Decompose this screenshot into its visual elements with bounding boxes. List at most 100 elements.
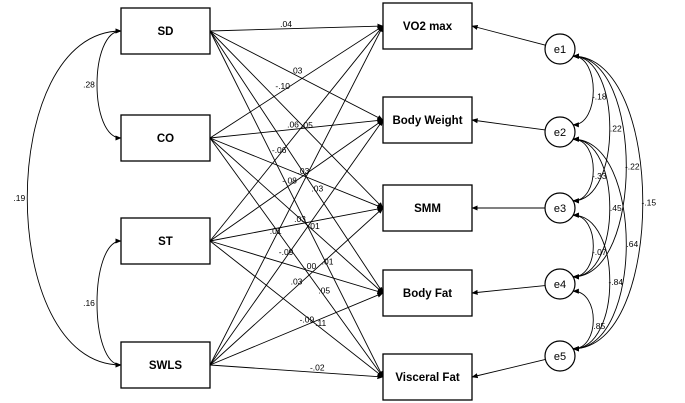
predictor-box [120, 7, 211, 55]
path-sd-to-smm [209, 30, 384, 209]
outcome-smm: SMM [382, 184, 473, 232]
path-co-to-bw [209, 118, 384, 139]
correlation-e3-e5 [572, 212, 611, 352]
error-circle [544, 192, 576, 224]
predictor-st: ST [120, 217, 211, 265]
coef-sd-vo2: .04 [280, 19, 292, 29]
error-term-e3: e3 [544, 192, 576, 224]
error-term-e1: e1 [544, 33, 576, 65]
path-sd-to-bw [209, 30, 384, 121]
error-label: e1 [554, 44, 566, 56]
error-circle [544, 268, 576, 300]
correlation-e1-e3 [572, 53, 611, 204]
coef-swls-vf: -.02 [310, 362, 325, 372]
coef-swls-bf: -.09 [300, 315, 315, 325]
coef-st-smm: .03 [294, 214, 306, 224]
coef-corr-e1-e2: -.18 [592, 92, 607, 102]
correlation-e2-e4 [572, 136, 611, 280]
coefficient-labels-layer: .04.03.05.03.01-.10.06.03.01.05-.06-.08.… [13, 19, 656, 373]
predictor-sd: SD [120, 7, 211, 55]
outcome-box [382, 269, 473, 317]
path-swls-to-bf [209, 292, 384, 366]
coef-corr-e2-e3: -.33 [592, 171, 607, 181]
path-swls-to-bw [209, 119, 384, 366]
error-label: e5 [554, 351, 566, 363]
coef-st-bw: -.08 [282, 175, 297, 185]
coef-corr-e1-e4: -.22 [625, 162, 640, 172]
coef-swls-bw: -.09 [279, 247, 294, 257]
outcome-label: Body Fat [403, 288, 452, 300]
predictor-box [120, 341, 211, 389]
outcome-bw: Body Weight [382, 96, 473, 144]
coef-co-vf: .05 [318, 286, 330, 296]
path-co-to-smm [209, 137, 384, 209]
coef-co-smm: .03 [297, 166, 309, 176]
error-term-e2: e2 [544, 116, 576, 148]
residual-e4-to-bf [471, 285, 546, 295]
path-st-to-vo2 [209, 25, 384, 242]
predictor-label: CO [157, 133, 174, 145]
predictor-label: SD [158, 26, 174, 38]
coef-swls-smm: .03 [291, 277, 303, 287]
coef-corr-e4-e5: .85 [593, 321, 605, 331]
coef-corr-sd-co: .28 [83, 80, 95, 90]
coef-corr-sd-swls: .19 [13, 193, 25, 203]
correlation-sd-swls [26, 28, 122, 368]
correlation-e4-e5 [572, 288, 594, 352]
predictor-box [120, 114, 211, 162]
outcome-bf: Body Fat [382, 269, 473, 317]
outcome-box [382, 2, 473, 50]
error-circle [544, 33, 576, 65]
path-st-to-bf [209, 240, 384, 294]
outcome-label: Visceral Fat [395, 372, 460, 384]
correlation-e1-e5 [572, 53, 644, 352]
error-circle [544, 116, 576, 148]
correlation-st-swls [96, 238, 122, 368]
coef-corr-e2-e4: .45 [610, 203, 622, 213]
error-term-e5: e5 [544, 340, 576, 372]
coef-corr-st-swls: .16 [83, 298, 95, 308]
predictor-label: SWLS [149, 360, 183, 372]
error-term-e4: e4 [544, 268, 576, 300]
error-label: e4 [554, 279, 566, 291]
coef-sd-smm: .05 [301, 120, 313, 130]
coef-st-vo2: -.06 [272, 145, 287, 155]
path-swls-to-vf [209, 364, 384, 380]
path-co-to-bf [209, 137, 384, 294]
coef-co-bw: .06 [287, 119, 299, 129]
correlation-sd-co [96, 28, 122, 141]
outcome-label: SMM [414, 203, 441, 215]
outcome-label: VO2 max [403, 21, 453, 33]
path-st-to-bw [209, 119, 384, 242]
coef-swls-vo2: .01 [270, 226, 282, 236]
path-swls-to-vo2 [209, 25, 384, 366]
predictor-co: CO [120, 114, 211, 162]
coef-sd-vf: .01 [322, 256, 334, 266]
path-st-to-vf [209, 240, 384, 378]
coef-corr-e1-e3: .22 [610, 124, 622, 134]
error-circle [544, 340, 576, 372]
path-sd-to-vo2 [209, 23, 384, 32]
correlation-e1-e2 [572, 53, 594, 128]
predictor-box [120, 217, 211, 265]
coef-sd-bf: .03 [311, 183, 323, 193]
outcome-box [382, 184, 473, 232]
correlation-e3-e4 [572, 212, 594, 280]
path-arrows-layer [209, 23, 546, 380]
correlation-e1-e4 [572, 53, 627, 280]
error-label: e2 [554, 127, 566, 139]
path-co-to-vf [209, 137, 384, 378]
residual-e2-to-bw [471, 118, 546, 131]
residual-e5-to-vf [471, 359, 546, 379]
coef-co-bf: .01 [308, 221, 320, 231]
path-swls-to-smm [209, 207, 384, 366]
path-sd-to-vf [209, 30, 384, 378]
predictor-swls: SWLS [120, 341, 211, 389]
outcome-label: Body Weight [392, 115, 462, 127]
outcome-box [382, 96, 473, 144]
outcome-box [382, 353, 473, 401]
path-sd-to-bf [209, 30, 384, 294]
